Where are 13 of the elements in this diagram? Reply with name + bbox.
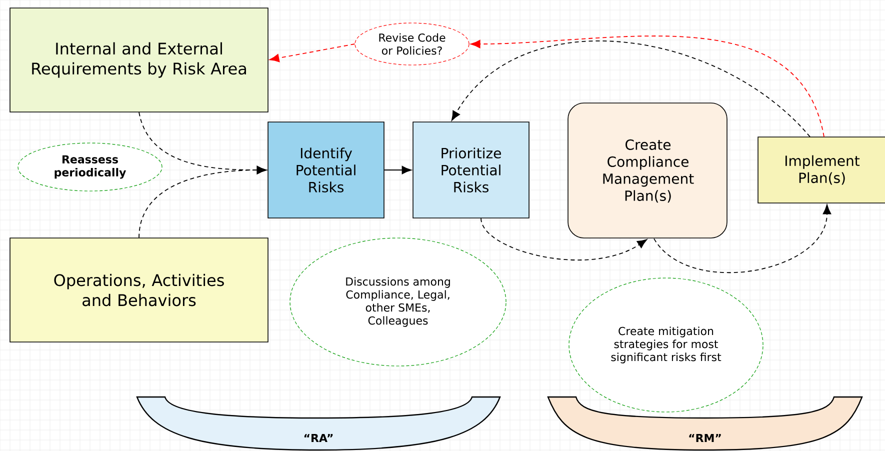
process-box: Create Compliance Management Plan(s)	[568, 102, 728, 238]
process-box: Implement Plan(s)	[758, 136, 885, 204]
bracket-band: “RM”	[547, 396, 863, 451]
arrow	[138, 166, 267, 238]
process-box: Identify Potential Risks	[268, 122, 384, 218]
arrow	[654, 204, 832, 273]
process-box: Prioritize Potential Risks	[412, 122, 530, 218]
bracket-band: “RA”	[136, 396, 501, 451]
operations-box: Operations, Activities and Behaviors	[10, 238, 268, 342]
arrow	[480, 218, 648, 260]
arrow	[269, 44, 356, 62]
arrow	[384, 166, 412, 174]
requirements-box: Internal and External Requirements by Risk Area	[10, 8, 268, 112]
